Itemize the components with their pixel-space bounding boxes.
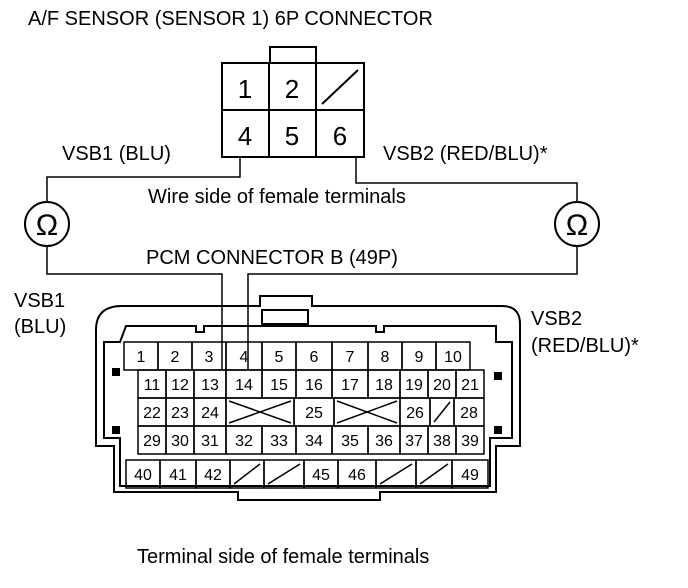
af-sensor-connector (221, 46, 365, 158)
unused-cavity-slash (379, 463, 413, 485)
sensor-pin: 2 (285, 74, 299, 104)
pcm-pin-number: 21 (461, 377, 479, 394)
wire-sensor4-to-left-meter (46, 157, 241, 202)
unused-cavity-cross (336, 400, 398, 424)
wire-left-meter-to-pcm3 (46, 246, 223, 370)
pcm-pin-number: 40 (134, 467, 152, 484)
vsb2-right-label-line1: VSB2 (531, 308, 582, 330)
pcm-pin-number: 18 (375, 377, 393, 394)
pcm-pin-number: 45 (312, 467, 330, 484)
sensor-pin: 4 (238, 121, 252, 151)
sensor-connector-tab (269, 46, 317, 64)
sensor-pin: 1 (238, 74, 252, 104)
unused-cavity-slash (233, 463, 261, 485)
pcm-pin-number: 42 (204, 467, 222, 484)
pcm-pin-number: 28 (460, 405, 478, 422)
pcm-pin-number: 33 (270, 433, 288, 450)
left-ohm-symbol: Ω (36, 209, 58, 242)
unused-cavity-cross (228, 400, 292, 424)
pcm-top-notch (261, 309, 309, 325)
pcm-pin-number: 23 (171, 405, 189, 422)
wire-side-caption: Wire side of female terminals (148, 186, 406, 208)
pcm-latch-left-lower (112, 426, 120, 434)
pcm-pin-number: 7 (346, 349, 355, 366)
vsb1-left-label-line1: VSB1 (14, 290, 65, 312)
pcm-pin-number: 31 (201, 433, 219, 450)
wire-sensor6-to-right-meter (355, 157, 578, 202)
pcm-pin-number: 5 (275, 349, 284, 366)
pcm-pin-number: 25 (305, 405, 323, 422)
right-ohmmeter (554, 201, 600, 247)
unused-cavity-slash (267, 463, 301, 485)
pcm-connector-title: PCM CONNECTOR B (49P) (146, 247, 398, 269)
pcm-pin-number: 3 (205, 349, 214, 366)
pcm-pin-number: 46 (348, 467, 366, 484)
unused-cavity-slash (419, 463, 449, 485)
pcm-terminal-cell (455, 425, 485, 455)
vsb2-top-label: VSB2 (RED/BLU)* (383, 143, 548, 165)
pcm-pin-number: 6 (310, 349, 319, 366)
pcm-pin-number: 2 (171, 349, 180, 366)
pcm-pin-number: 24 (201, 405, 219, 422)
pcm-pin-number: 15 (270, 377, 288, 394)
pcm-pin-number: 22 (143, 405, 161, 422)
sensor-unused-slash (321, 69, 359, 105)
pcm-pin-number: 34 (305, 433, 323, 450)
pcm-latch-right-lower (494, 426, 502, 434)
pcm-terminal-cell (451, 459, 489, 489)
sensor-pin: 6 (333, 121, 347, 151)
pcm-connector-shell (95, 295, 521, 501)
pcm-latch-left (112, 368, 120, 376)
terminal-side-caption: Terminal side of female terminals (137, 546, 429, 568)
pcm-pin-number: 38 (433, 433, 451, 450)
pcm-pin-number: 20 (433, 377, 451, 394)
wire-right-meter-to-pcm4 (247, 246, 578, 370)
pcm-pin-number: 30 (171, 433, 189, 450)
sensor-pin: 5 (285, 121, 299, 151)
pcm-pin-number: 17 (341, 377, 359, 394)
pcm-pin-number: 35 (341, 433, 359, 450)
pcm-pin-number: 12 (171, 377, 189, 394)
pcm-outer-shell (95, 295, 521, 501)
pcm-pin-number: 13 (201, 377, 219, 394)
pcm-pin-number: 1 (137, 349, 146, 366)
pcm-pin-number: 16 (305, 377, 323, 394)
pcm-pin-number: 9 (415, 349, 424, 366)
pcm-pin-number: 36 (375, 433, 393, 450)
right-ohm-symbol: Ω (566, 209, 588, 242)
pcm-inner-shell (103, 325, 513, 487)
pcm-pin-number: 39 (461, 433, 479, 450)
pcm-latch-right (494, 372, 502, 380)
pcm-pin-number: 11 (144, 377, 161, 394)
pcm-pin-number: 4 (240, 349, 249, 366)
pcm-pin-number: 32 (235, 433, 253, 450)
vsb2-right-label-line2: (RED/BLU)* (531, 335, 639, 357)
pcm-pin-number: 8 (381, 349, 390, 366)
left-ohmmeter (24, 201, 70, 247)
vsb1-left-label-line2: (BLU) (14, 316, 66, 338)
pcm-pin-number: 29 (143, 433, 161, 450)
pcm-pin-number: 49 (461, 467, 479, 484)
pcm-pin-number: 41 (169, 467, 187, 484)
pcm-pin-number: 37 (405, 433, 423, 450)
unused-cavity-slash (433, 401, 451, 423)
test-wires (46, 157, 578, 370)
pcm-pin-number: 19 (405, 377, 423, 394)
pcm-pin-number: 26 (406, 405, 424, 422)
pcm-pin-number: 14 (235, 377, 253, 394)
vsb1-top-label: VSB1 (BLU) (62, 143, 171, 165)
pcm-pin-number: 10 (444, 349, 462, 366)
diagram-title: A/F SENSOR (SENSOR 1) 6P CONNECTOR (28, 8, 433, 30)
